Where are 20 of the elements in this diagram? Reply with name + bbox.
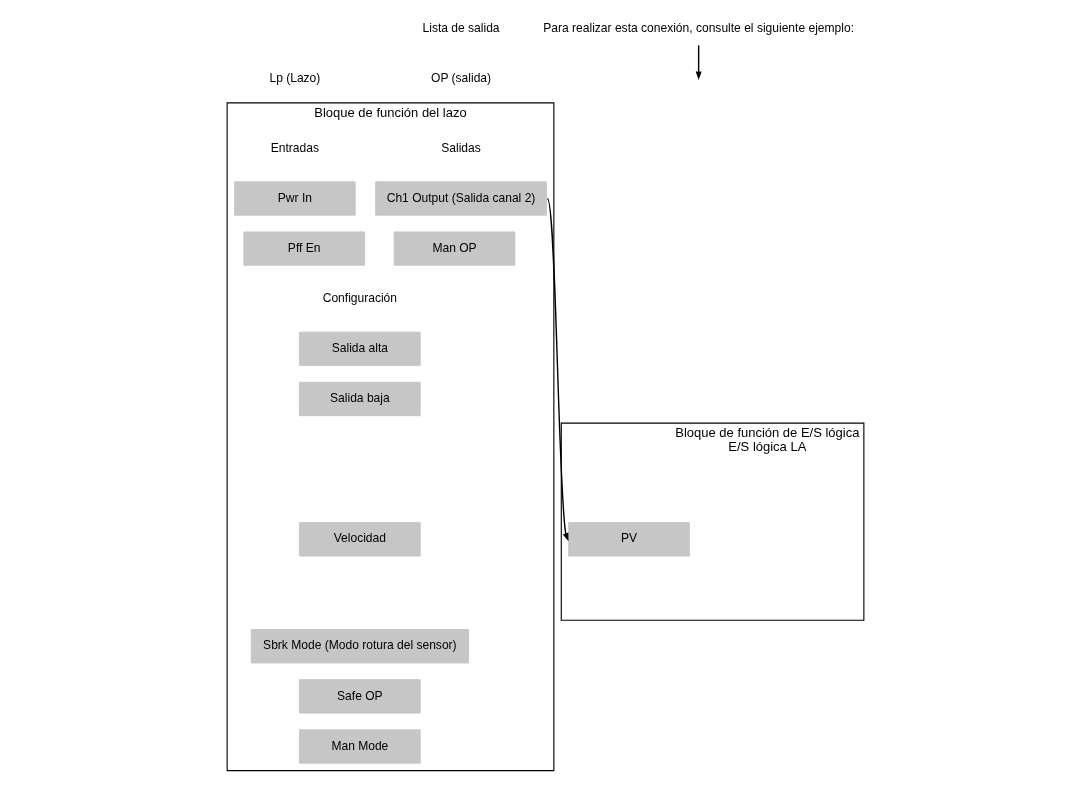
label: Entradas [270,140,319,155]
node-box: PV [568,522,690,557]
node-box: Ch1 Output (Salida canal 2) [375,181,547,216]
label: Configuración [322,290,398,305]
node-text: Para realizar esta conexión, consulte el siguiente ejemplo: [543,20,855,35]
node-box: Pff En [243,231,365,266]
label: OP (salida) [431,70,492,85]
node-box: Man OP [393,231,516,266]
node-box: Sbrk Mode (Modo rotura del sensor) [250,629,469,664]
arrow [695,44,702,80]
label: Lista de salida [422,20,500,35]
node-box: Safe OP [299,679,421,714]
node-box: Man Mode [299,729,421,764]
node-box: Pwr In [234,181,356,216]
node-box: Velocidad [299,522,421,557]
node-box: Salida baja [299,381,421,417]
label: Lp (Lazo) [269,70,321,85]
arrow [546,197,569,542]
label: Salidas [441,140,481,155]
node-box: Salida alta [299,331,421,367]
